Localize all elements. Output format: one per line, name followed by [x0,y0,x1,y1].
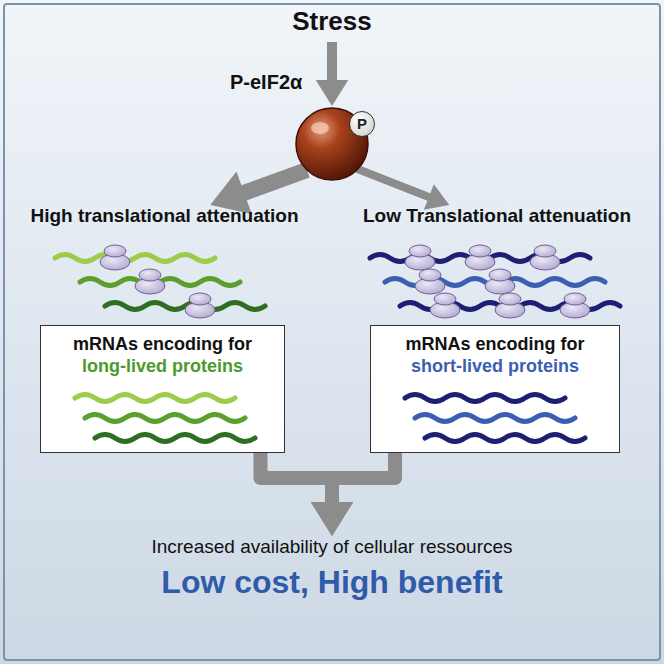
node-text: P-eIF2α [230,70,302,94]
ribosome-small [419,269,441,281]
arrow-shaft [327,42,337,82]
ribosome-small [434,293,456,305]
stress-label: Stress [232,6,432,42]
node-text: short-lived proteins [377,356,613,378]
phospho-sphere: P-eIF2αP [250,72,380,188]
mrna-line [425,435,585,442]
mrna-line [405,395,565,402]
phosphate-circle: P [349,111,375,137]
arrow-connector [316,42,349,106]
node-text: Increased availability of cellular resso… [16,536,648,559]
ribosome-small [409,245,431,257]
ribosome-small [469,245,491,257]
ribosome-small [139,269,161,281]
arrow-shaft [332,453,395,504]
arrow-connector [355,168,449,210]
ribosome-small [189,293,211,305]
ribosome-small [104,245,126,257]
arrow-connector [311,453,395,536]
mrna-line [75,395,235,402]
outcome-block: Increased availability of cellular resso… [16,536,648,636]
heading-right: Low Translational attenuation [338,205,656,233]
node-text: mRNAs encoding for [377,334,613,356]
mrna-box: mRNAs encoding forlong-lived proteins [40,325,285,453]
node-text: High translational attenuation [12,205,317,228]
ribosome-small [534,245,556,257]
ribosome-small [489,269,511,281]
node-text: P [357,115,367,133]
ribosome-small [564,293,586,305]
node-text: Low Translational attenuation [338,205,656,228]
arrow-shaft [242,170,307,193]
mrna-line [85,415,245,422]
heading-left: High translational attenuation [12,205,317,233]
mrna-line [415,415,575,422]
node-text: Low cost, High benefit [16,563,648,601]
node-text: Stress [232,6,432,37]
arrow-shaft [355,168,431,198]
node-text: mRNAs encoding for [47,334,278,356]
node-text: long-lived proteins [47,356,278,378]
arrow-shaft [261,453,333,504]
mrna-line [95,435,255,442]
ribosomes [100,245,590,318]
box-ground [40,325,285,453]
mrna-line [55,255,215,262]
arrow-head [316,80,349,106]
mrna-box: mRNAs encoding forshort-lived proteins [370,325,620,453]
arrow-connector [261,453,354,536]
box-ground [370,325,620,453]
ribosome-small [499,293,521,305]
arrow-head [311,502,354,536]
arrow-head [311,502,354,536]
